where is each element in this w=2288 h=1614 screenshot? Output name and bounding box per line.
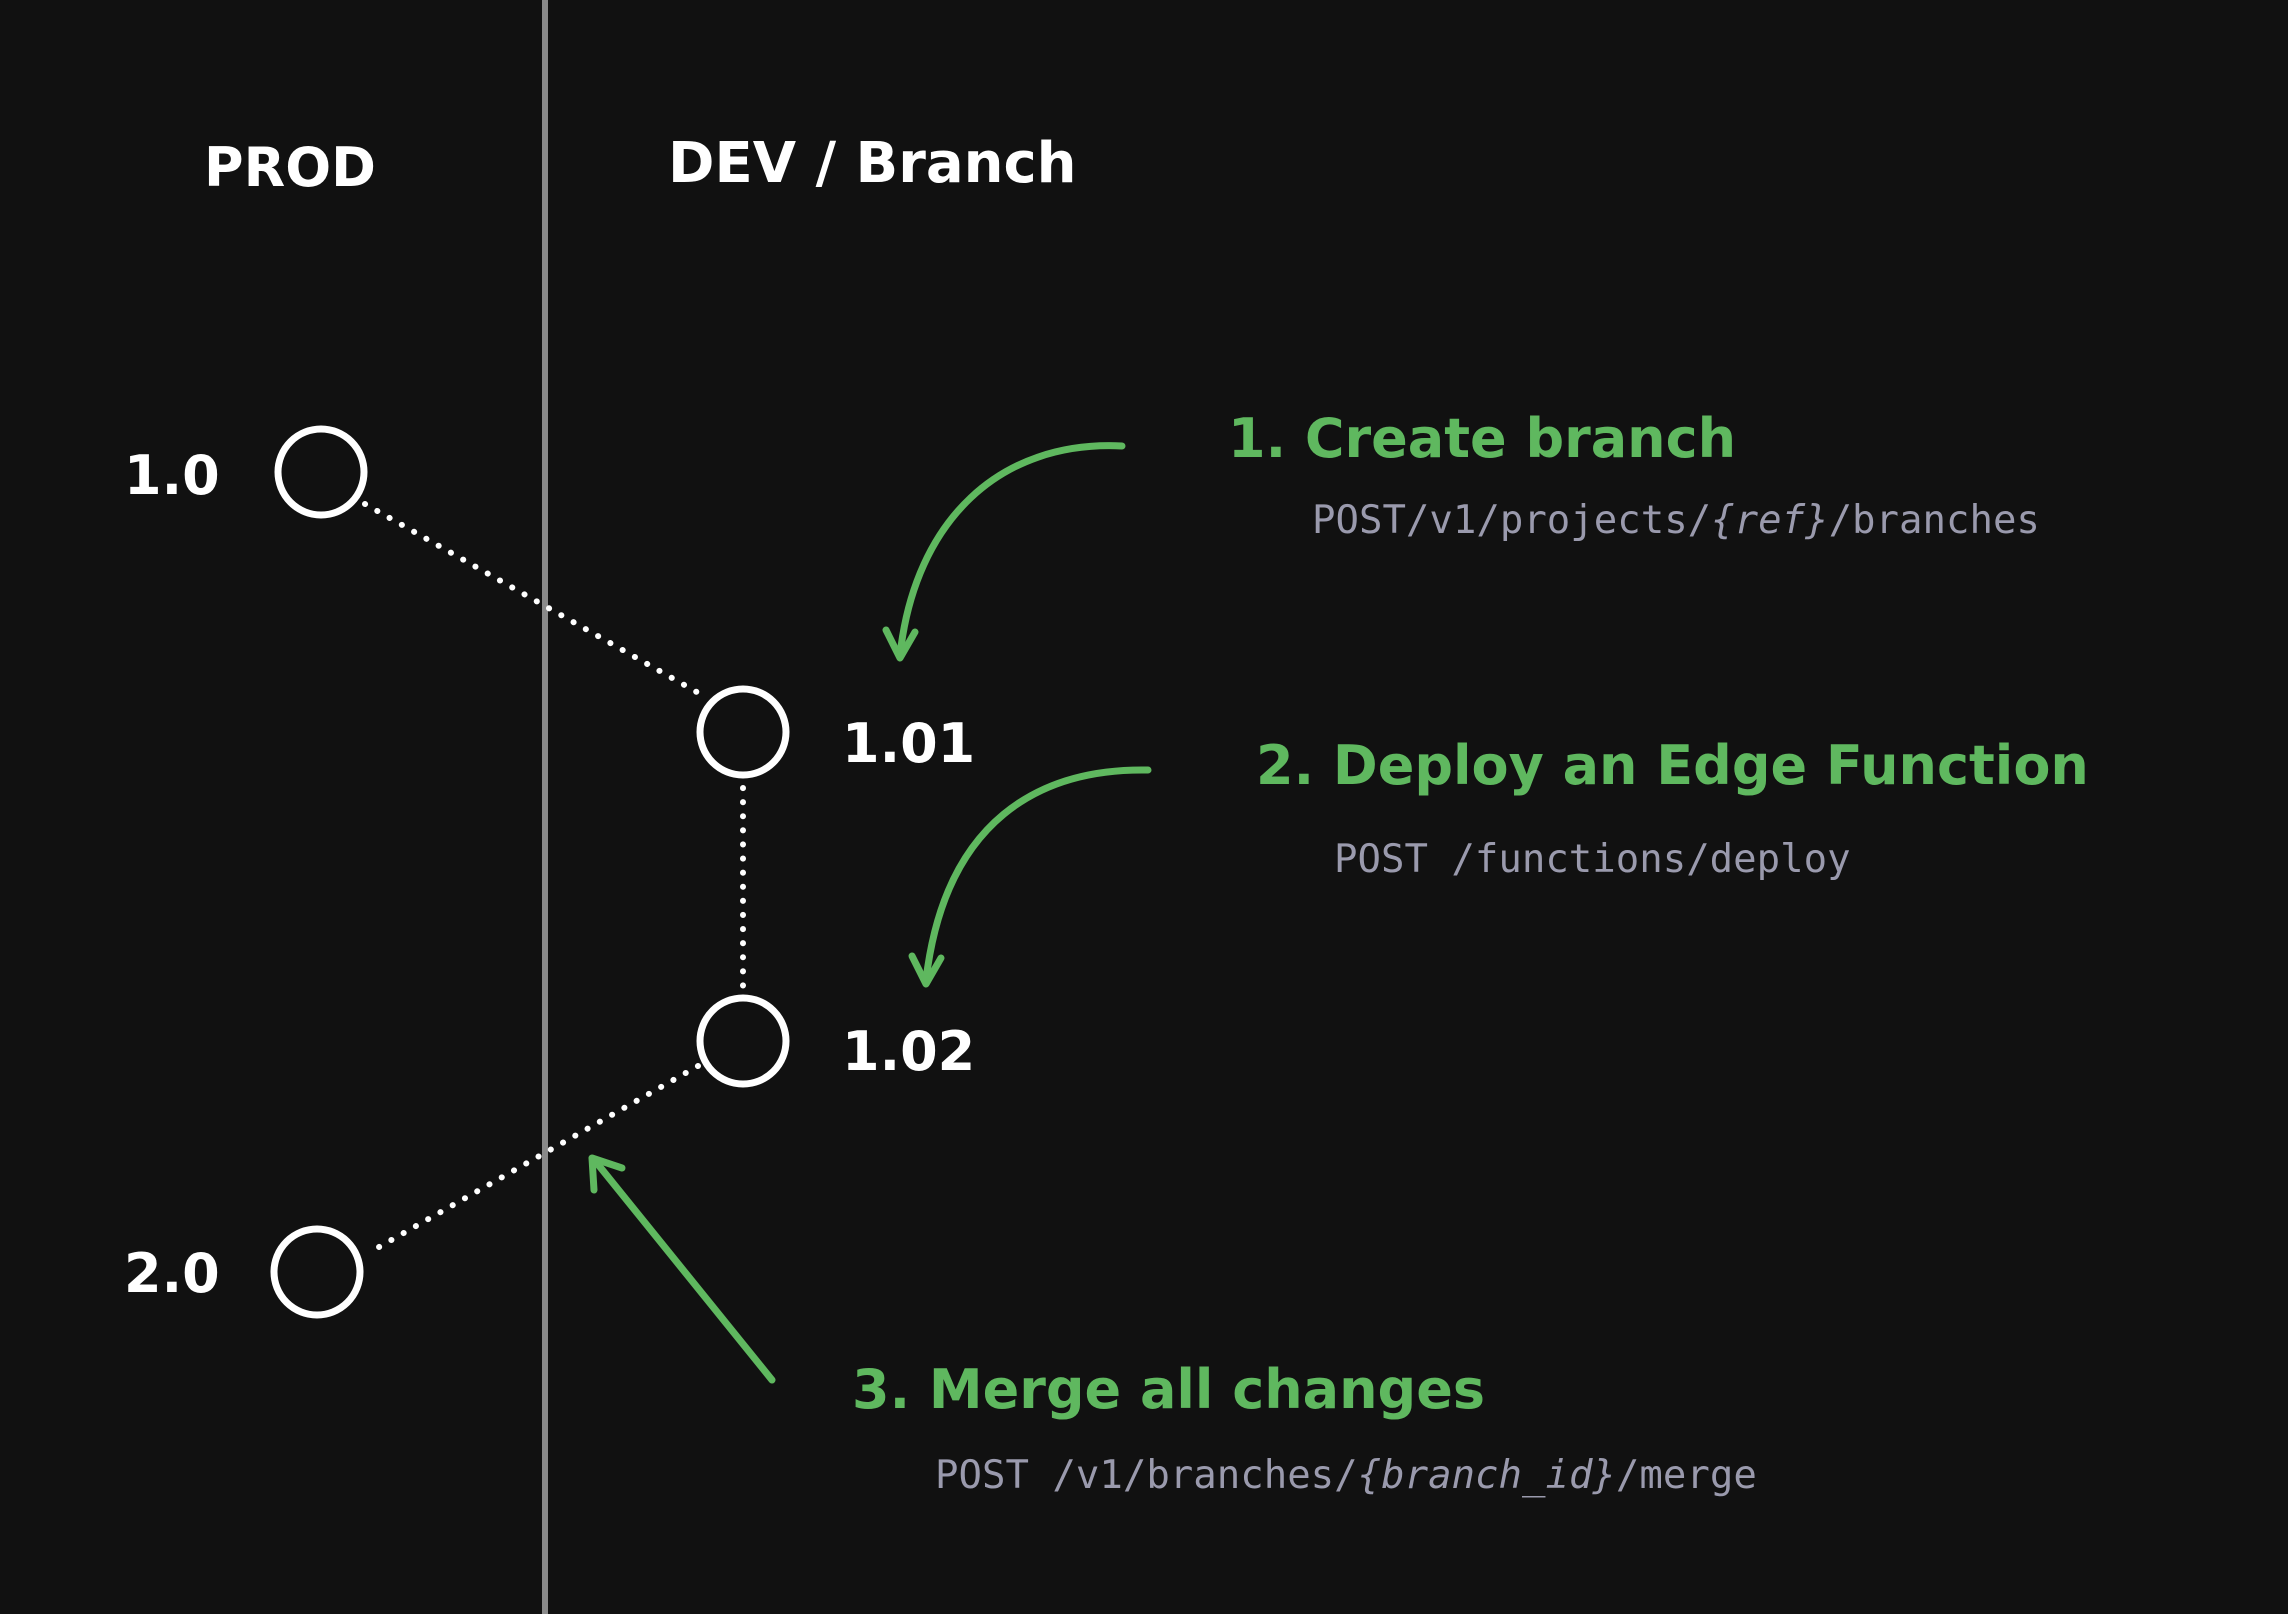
- prod-column-header: PROD: [204, 136, 376, 199]
- node-dev-1-02: [696, 994, 790, 1088]
- arrow-merge-changes: [588, 1154, 776, 1384]
- step-3-title: 3. Merge all changes: [852, 1358, 1485, 1421]
- arrow-create-branch: [882, 442, 1126, 662]
- step-2-title: 2. Deploy an Edge Function: [1256, 734, 2089, 797]
- connector-1-0-to-1-01: [362, 501, 705, 698]
- step-3-endpoint: POST /v1/branches/{branch_id}/merge: [935, 1453, 1757, 1498]
- label-1-01: 1.01: [842, 712, 975, 775]
- label-2-0: 2.0: [124, 1242, 220, 1305]
- step-1-title: 1. Create branch: [1228, 407, 1736, 470]
- step-2-endpoint: POST /functions/deploy: [1334, 837, 1851, 882]
- step-3-endpoint-prefix: POST /v1/branches/: [935, 1453, 1358, 1498]
- step-1-endpoint-suffix: /branches: [1829, 498, 2040, 543]
- step-1-endpoint: POST/v1/projects/{ref}/branches: [1312, 498, 2040, 543]
- dev-column-header: DEV / Branch: [668, 131, 1077, 196]
- connector-1-02-to-2-0: [369, 1063, 701, 1254]
- version-nodes: [270, 425, 790, 1319]
- step-1-endpoint-prefix: POST/v1/projects/: [1312, 498, 1711, 543]
- step-3-endpoint-param: {branch_id}: [1358, 1453, 1616, 1498]
- step-1-endpoint-param: {ref}: [1711, 498, 1828, 543]
- arrow-deploy-function: [908, 766, 1152, 988]
- step-2-endpoint-text: POST /functions/deploy: [1334, 837, 1851, 882]
- node-prod-2-0: [270, 1225, 364, 1319]
- node-dev-1-01: [696, 685, 790, 779]
- label-1-0: 1.0: [124, 444, 220, 507]
- step-arrows: [588, 442, 1152, 1384]
- node-prod-1-0: [274, 425, 368, 519]
- dotted-connectors: [362, 501, 746, 1254]
- step-3-endpoint-suffix: /merge: [1616, 1453, 1757, 1498]
- label-1-02: 1.02: [842, 1020, 975, 1083]
